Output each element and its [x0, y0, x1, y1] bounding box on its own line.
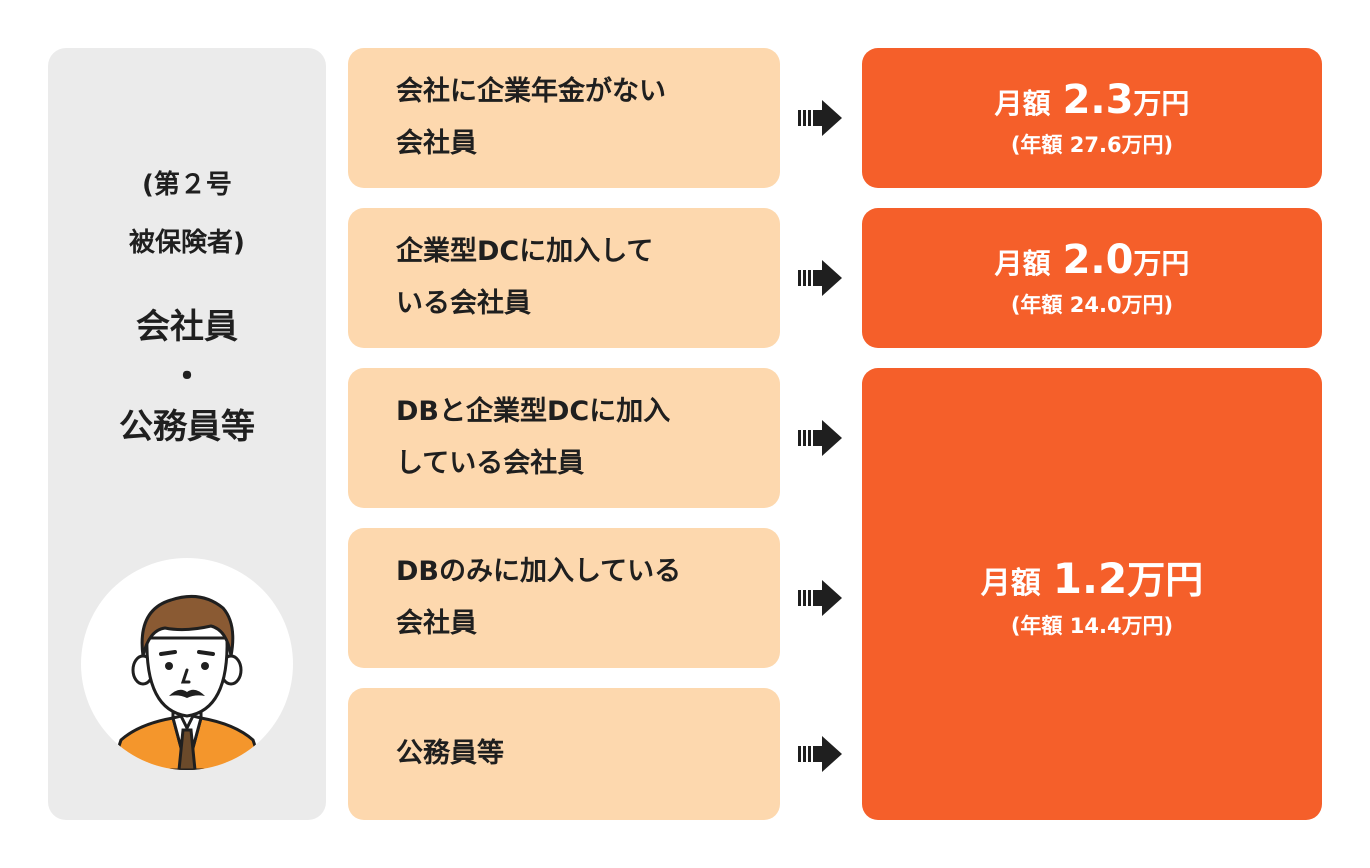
- row-label: 会社に企業年金がない 会社員: [396, 76, 666, 159]
- monthly-value: 2.3: [1062, 77, 1134, 123]
- category-separator: ・: [170, 357, 204, 397]
- monthly-unit: 万円: [1133, 247, 1190, 280]
- row-public-servant: 公務員等: [348, 688, 780, 820]
- row-corporate-dc: 企業型DCに加入して いる会社員: [348, 208, 780, 348]
- category-name: 会社員 ・ 公務員等: [48, 302, 326, 452]
- monthly-unit: 万円: [1127, 557, 1204, 602]
- category-panel: (第２号 被保険者) 会社員 ・ 公務員等: [48, 48, 326, 820]
- arrow-right-icon: [798, 100, 842, 136]
- businessman-avatar-icon: [81, 558, 293, 770]
- category-name-line1: 会社員: [136, 307, 238, 347]
- monthly-prefix: 月額: [994, 247, 1051, 280]
- monthly-unit: 万円: [1133, 87, 1190, 120]
- row-label: DBと企業型DCに加入 している会社員: [396, 396, 671, 479]
- row-db-and-dc: DBと企業型DCに加入 している会社員: [348, 368, 780, 508]
- row-no-corporate-pension: 会社に企業年金がない 会社員: [348, 48, 780, 188]
- monthly-amount: 月額 2.3万円: [995, 77, 1190, 123]
- row-db-only: DBのみに加入している 会社員: [348, 528, 780, 668]
- arrow-right-icon: [798, 260, 842, 296]
- annual-amount: (年額 24.0万円): [1010, 293, 1174, 317]
- result-limit-3: 月額 1.2万円 (年額 14.4万円): [862, 368, 1322, 820]
- category-name-line2: 公務員等: [119, 407, 255, 447]
- arrow-right-icon: [798, 420, 842, 456]
- category-note: (第２号 被保険者): [129, 170, 245, 258]
- annual-amount: (年額 27.6万円): [1010, 133, 1174, 157]
- arrow-right-icon: [798, 580, 842, 616]
- row-label: 企業型DCに加入して いる会社員: [396, 236, 654, 319]
- monthly-prefix: 月額: [980, 565, 1041, 601]
- result-limit-1: 月額 2.3万円 (年額 27.6万円): [862, 48, 1322, 188]
- row-label: DBのみに加入している 会社員: [396, 556, 682, 639]
- row-label: 公務員等: [396, 738, 504, 769]
- monthly-amount: 月額 2.0万円: [995, 237, 1190, 283]
- monthly-value: 1.2: [1052, 553, 1128, 603]
- annual-amount: (年額 14.4万円): [1010, 613, 1174, 638]
- monthly-amount: 月額 1.2万円: [981, 549, 1203, 604]
- result-limit-2: 月額 2.0万円 (年額 24.0万円): [862, 208, 1322, 348]
- monthly-prefix: 月額: [994, 87, 1051, 120]
- monthly-value: 2.0: [1062, 237, 1134, 283]
- arrow-right-icon: [798, 736, 842, 772]
